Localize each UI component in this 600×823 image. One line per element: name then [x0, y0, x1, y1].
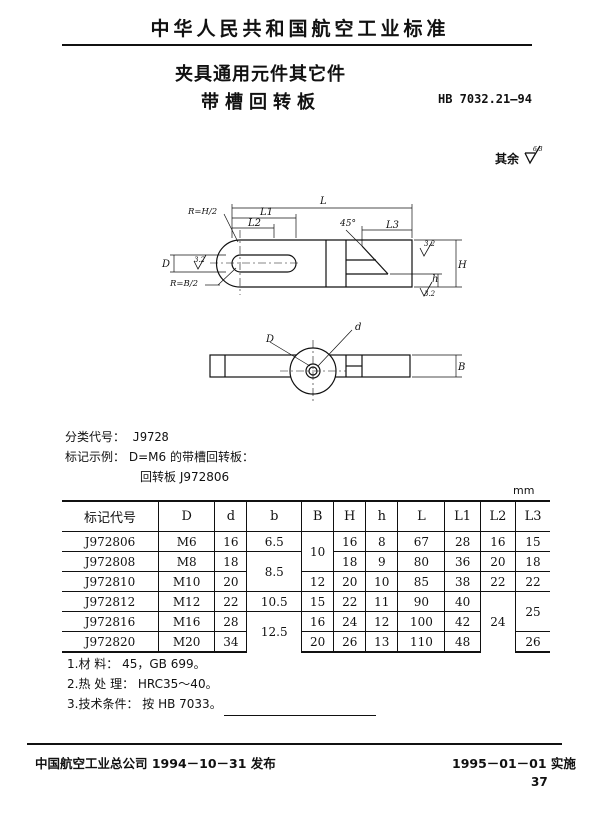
col-header: D: [157, 501, 215, 532]
plate-outline: [215, 239, 413, 288]
col-header: d: [214, 501, 247, 532]
col-header: L3: [515, 501, 550, 532]
standard-number: HB 7032.21—94: [438, 92, 532, 106]
svg-text:D: D: [265, 334, 274, 345]
col-header: h: [365, 501, 398, 532]
col-header: L2: [479, 501, 516, 532]
issue-date: 中国航空工业总公司 1994－10－31 发布: [35, 756, 276, 771]
roughness-value: 6.3: [533, 146, 543, 153]
svg-text:3.2: 3.2: [194, 256, 206, 264]
note-technical-conditions: 3.技术条件： 按 HB 7033。: [67, 697, 222, 711]
svg-text:B: B: [457, 362, 465, 373]
slot-outline: [231, 254, 297, 273]
col-header: B: [301, 501, 334, 532]
technical-drawing: L L1 L2 L3 R=H/2 R=B/2 45° D h H d D B 3…: [161, 196, 467, 402]
note-heat-treatment: 2.热 处 理： HRC35～40。: [67, 677, 218, 691]
header-rule: [62, 44, 532, 46]
svg-text:L: L: [319, 196, 327, 207]
note-material: 1.材 料： 45，GB 699。: [67, 657, 206, 671]
svg-text:3.2: 3.2: [424, 240, 436, 248]
svg-text:3.2: 3.2: [424, 290, 436, 298]
svg-text:R=H/2: R=H/2: [187, 207, 217, 217]
roughness-label: 其余: [495, 152, 520, 166]
col-header: 标记代号: [62, 501, 159, 532]
svg-text:D: D: [161, 259, 170, 270]
unit-label: mm: [513, 484, 535, 497]
svg-text:H: H: [457, 260, 467, 271]
svg-text:h: h: [432, 274, 438, 285]
title-line-1: 夹具通用元件其它件: [175, 64, 346, 85]
effective-date: 1995－01－01 实施: [452, 756, 576, 771]
footer-rule: [27, 743, 562, 745]
svg-text:45°: 45°: [339, 219, 356, 229]
svg-text:d: d: [355, 322, 361, 333]
page-number: 37: [531, 775, 548, 789]
col-header: L1: [444, 501, 481, 532]
svg-text:L1: L1: [259, 207, 273, 218]
col-header: b: [246, 501, 302, 532]
svg-text:L3: L3: [385, 220, 399, 231]
svg-text:R=B/2: R=B/2: [169, 279, 198, 289]
standard-header: 中华人民共和国航空工业标准: [150, 18, 450, 40]
svg-text:L2: L2: [247, 218, 261, 229]
marking-example-code: 回转板 J972806: [140, 470, 230, 484]
title-line-2: 带槽回转板: [201, 92, 321, 113]
col-header: H: [333, 501, 366, 532]
marking-example: 标记示例： D=M6 的带槽回转板：: [65, 450, 254, 464]
roughness-symbol-icon: 6.3: [524, 145, 543, 165]
class-code: 分类代号： J9728: [65, 430, 169, 444]
notes-end-rule: [224, 715, 376, 716]
col-header: L: [397, 501, 445, 532]
